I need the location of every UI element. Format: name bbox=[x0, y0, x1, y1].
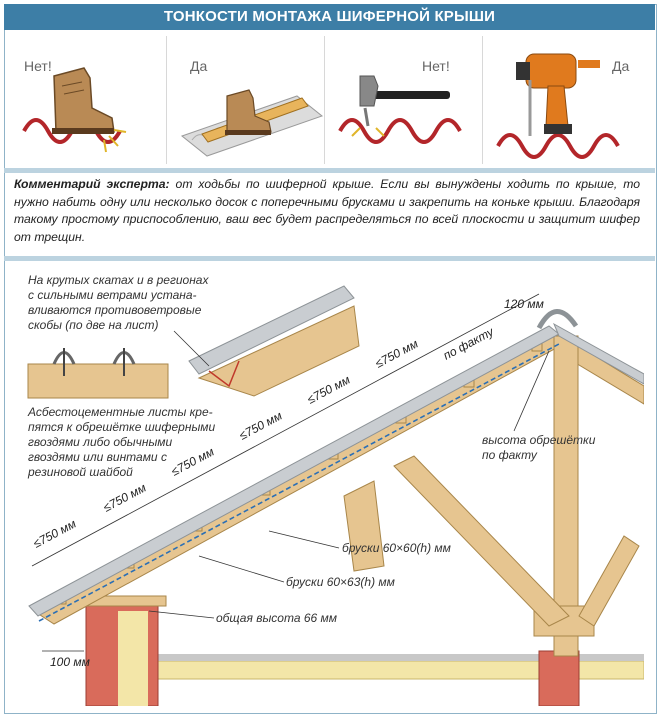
panel-yes-drill: Да bbox=[488, 36, 640, 164]
brick-pillar bbox=[538, 650, 580, 706]
windy-note-line: скобы (по две на лист) bbox=[28, 318, 159, 332]
bars-60x63-label: бруски 60×63(h) мм bbox=[286, 575, 395, 589]
panel-label-no: Нет! bbox=[24, 58, 52, 74]
tips-panels: Нет! Да Нет! bbox=[14, 36, 645, 164]
panel-yes-board: Да bbox=[172, 36, 325, 164]
separator bbox=[4, 256, 655, 261]
left-brace bbox=[343, 480, 385, 572]
leader-line bbox=[148, 610, 215, 619]
spacing-label-2: ≤750 мм bbox=[101, 481, 149, 515]
left-strut bbox=[393, 455, 570, 627]
boot-on-slate-icon bbox=[22, 67, 127, 153]
nails-note-line: гвоздями либо обычными bbox=[28, 435, 173, 449]
wall-insulation bbox=[118, 611, 148, 706]
batten-height-line: по факту bbox=[482, 448, 538, 462]
batten-height-line: высота обрешётки bbox=[482, 433, 596, 447]
windy-note-line: с сильными ветрами устана- bbox=[28, 288, 197, 302]
waterproof-membrane bbox=[38, 343, 560, 622]
leader-line bbox=[198, 555, 285, 583]
spacing-label-6: ≤750 мм bbox=[373, 337, 421, 371]
bars-60x60-label: бруски 60×60(h) мм bbox=[342, 541, 451, 555]
spacing-label-4: ≤750 мм bbox=[237, 409, 285, 443]
panel-no-walking: Нет! bbox=[14, 36, 167, 164]
drill-icon bbox=[496, 53, 620, 159]
separator bbox=[4, 168, 655, 173]
leader-line bbox=[268, 530, 340, 549]
ridge-cap bbox=[536, 309, 579, 330]
nails-note-line: пятся к обрешётке шиферными bbox=[28, 420, 215, 434]
right-strut bbox=[578, 535, 640, 627]
windy-note-line: вливаются противоветровые bbox=[28, 303, 202, 317]
comment-text: от ходьбы по шиферной крыше. Если вы вын… bbox=[14, 177, 640, 244]
slate-sheets-right bbox=[552, 322, 644, 385]
nails-note-line: резиновой шайбой bbox=[27, 465, 133, 479]
ridge-gap-label: 120 мм bbox=[504, 297, 544, 311]
spacing-label-1: ≤750 мм bbox=[31, 517, 79, 551]
boot-on-board-icon bbox=[180, 89, 324, 157]
expert-comment: Комментарий эксперта: от ходьбы по шифер… bbox=[14, 176, 640, 246]
dimension-line bbox=[31, 293, 540, 567]
panel-no-hammer: Нет! bbox=[330, 36, 483, 164]
comment-lead: Комментарий эксперта: bbox=[14, 177, 170, 191]
overhang-label: 100 мм bbox=[50, 655, 90, 669]
page-title: ТОНКОСТИ МОНТАЖА ШИФЕРНОЙ КРЫШИ bbox=[4, 4, 655, 30]
nails-note-line: гвоздями или винтами с bbox=[28, 450, 167, 464]
spacing-label-3: ≤750 мм bbox=[169, 445, 217, 479]
windy-note-line: На крутых скатах и в регионах bbox=[28, 273, 209, 287]
batten-height-note: высота обрешётки по факту bbox=[482, 433, 596, 462]
panel-label-no: Нет! bbox=[422, 58, 450, 74]
panel-label-yes: Да bbox=[612, 58, 630, 74]
roof-diagram: ≤750 мм ≤750 мм ≤750 мм ≤750 мм ≤750 мм … bbox=[27, 273, 644, 706]
panel-label-yes: Да bbox=[190, 58, 208, 74]
nails-note: Асбестоцементные листы кре- пятся к обре… bbox=[27, 405, 215, 479]
nails-note-line: Асбестоцементные листы кре- bbox=[27, 405, 213, 419]
wind-bracket-detail bbox=[173, 285, 360, 397]
leader-line bbox=[513, 350, 550, 432]
hammer-icon bbox=[338, 75, 462, 144]
total-height-label: общая высота 66 мм bbox=[216, 611, 337, 625]
spacing-label-5: ≤750 мм bbox=[305, 373, 353, 407]
by-fact-label: по факту bbox=[441, 324, 497, 363]
ceiling-board bbox=[144, 654, 644, 661]
nails-detail bbox=[27, 348, 169, 399]
windy-note: На крутых скатах и в регионах с сильными… bbox=[28, 273, 209, 332]
